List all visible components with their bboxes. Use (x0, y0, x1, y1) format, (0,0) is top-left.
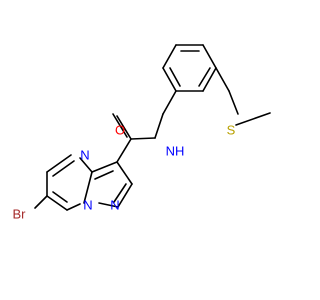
bond (94, 170, 114, 180)
bond (91, 161, 118, 173)
bond (117, 183, 133, 208)
bond (116, 161, 133, 185)
bond (52, 160, 75, 177)
bond (98, 202, 119, 208)
bond (116, 138, 132, 163)
bond (162, 44, 177, 69)
bonds (34, 44, 271, 211)
bond (83, 171, 93, 204)
bond (66, 203, 81, 211)
bond (113, 183, 127, 203)
bond (198, 67, 211, 87)
bond (202, 44, 217, 69)
atom-n-bridge: N (83, 198, 92, 213)
bond (130, 137, 156, 140)
atom-br: Br (13, 207, 27, 222)
bond (46, 195, 68, 211)
bond (79, 157, 93, 173)
atom-n-pyrazole: N (110, 198, 119, 213)
atom-n-pyrimidine: N (80, 148, 89, 163)
bond (34, 195, 48, 209)
bond (162, 67, 177, 92)
atom-s: S (227, 123, 236, 138)
bond (112, 113, 128, 138)
chemical-structure-diagram: Br N N N O NH S (13, 44, 271, 222)
bond (169, 67, 181, 87)
bond (228, 90, 239, 115)
bond (52, 191, 68, 203)
bond (116, 115, 132, 140)
atom-nh: NH (166, 144, 185, 159)
atom-labels: Br N N N O NH S (13, 123, 236, 222)
bond (215, 67, 230, 92)
bond (46, 154, 72, 173)
bond (202, 67, 217, 92)
bond (235, 112, 271, 126)
bond (154, 113, 164, 139)
bond (162, 90, 177, 115)
atom-o: O (115, 123, 125, 138)
